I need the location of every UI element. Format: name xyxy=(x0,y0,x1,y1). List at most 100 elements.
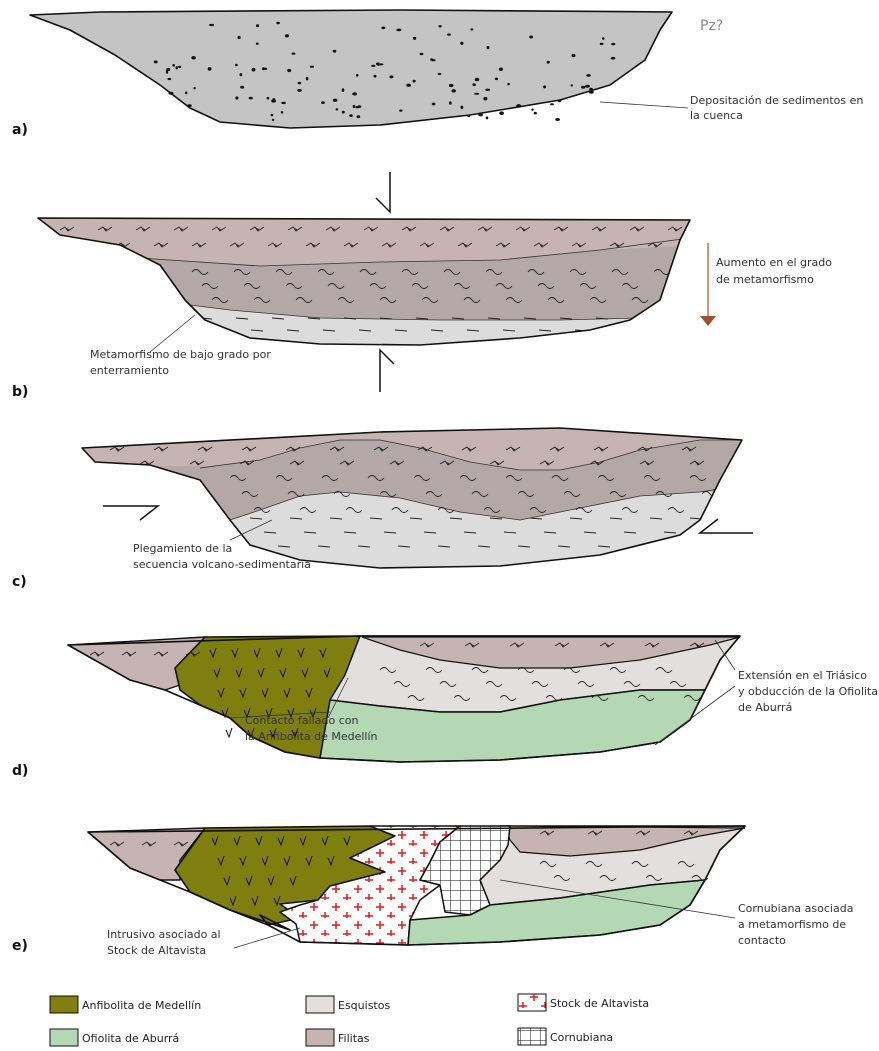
sediment-dot xyxy=(381,27,385,30)
sediment-dot xyxy=(342,111,345,114)
sediment-dot xyxy=(413,37,416,40)
burial-leader-line xyxy=(150,315,195,352)
extension-label-line1: Extensión en el Triásico xyxy=(738,669,867,682)
sediment-dot xyxy=(297,89,302,92)
sedimentary-basin xyxy=(30,10,672,128)
sediment-dot xyxy=(555,118,560,121)
sediment-dot xyxy=(396,29,401,32)
sediment-dot xyxy=(585,85,590,88)
sediment-dot xyxy=(240,73,243,76)
sediment-dot xyxy=(499,111,504,115)
sediment-dot xyxy=(611,43,615,46)
cornubiana-label-line2: a metamorfismo de xyxy=(738,918,846,931)
sediment-dot xyxy=(292,53,296,55)
deposition-label-line1: Depositación de sedimentos en xyxy=(690,94,863,107)
legend: Anfibolita de Medellín Ofiolita de Aburr… xyxy=(50,994,649,1046)
contact-label-line2: la Anfibolita de Medellín xyxy=(245,730,378,743)
sediment-dot xyxy=(449,101,452,105)
fault-arrow-bottom xyxy=(380,350,394,392)
sediment-dot xyxy=(336,108,339,110)
sediment-dot xyxy=(172,64,175,67)
panel-d: Contacto fallado con la Anfibolita de Me… xyxy=(12,636,878,779)
compression-arrow-left xyxy=(103,506,158,520)
sediment-dot xyxy=(154,60,158,63)
sediment-dot xyxy=(471,28,474,30)
intrusive-leader-line xyxy=(234,928,300,948)
legend-item-filitas: Filitas xyxy=(306,1029,370,1046)
sediment-dot xyxy=(287,69,291,72)
sediment-dot xyxy=(543,85,546,88)
sediment-dot xyxy=(306,77,309,81)
sediment-dot xyxy=(256,24,259,27)
schist-wave xyxy=(714,508,730,513)
sediment-dot xyxy=(256,43,259,45)
sediment-dot xyxy=(529,36,533,39)
pz-label: Pz? xyxy=(700,18,723,34)
burial-label-line2: enterramiento xyxy=(90,364,169,377)
sediment-dot xyxy=(438,25,441,27)
legend-item-cornubiana: Cornubiana xyxy=(518,1028,613,1045)
sediment-dot xyxy=(461,106,464,110)
sediment-dot xyxy=(176,66,178,69)
slate-dash xyxy=(678,546,690,547)
sediment-dot xyxy=(371,65,375,67)
sediment-dot xyxy=(235,96,238,99)
sediment-dot xyxy=(310,66,314,68)
sediment-dot xyxy=(267,97,270,100)
panel-c: Plegamiento de la secuencia volcano-sedi… xyxy=(0,420,879,590)
sediment-dot xyxy=(262,67,265,70)
slate-dash xyxy=(611,330,623,331)
sediment-dot xyxy=(166,68,170,71)
sediment-dot xyxy=(460,42,463,45)
sediment-dot xyxy=(438,73,442,75)
sediment-dot xyxy=(167,78,171,80)
sediment-dot xyxy=(238,36,241,39)
panel-label-a: a) xyxy=(12,122,28,138)
legend-item-stock: Stock de Altavista xyxy=(518,994,649,1011)
metamorphism-label-line1: Aumento en el grado xyxy=(716,256,832,269)
sediment-dot xyxy=(430,58,433,61)
sediment-dot xyxy=(483,97,487,101)
legend-label: Cornubiana xyxy=(550,1031,613,1044)
metamorphism-label-line2: de metamorfismo xyxy=(716,273,814,286)
legend-label: Anfibolita de Medellín xyxy=(82,999,201,1012)
panel-label-e: e) xyxy=(12,938,28,954)
legend-label: Filitas xyxy=(338,1032,370,1045)
anfibolita-swatch-icon xyxy=(50,996,78,1013)
panel-a: Pz? Depositación de sedimentos en la cue… xyxy=(12,10,863,138)
panel-b: Aumento en el grado de metamorfismo Meta… xyxy=(0,172,879,400)
sediment-dot xyxy=(571,84,573,86)
sediment-dot xyxy=(581,86,585,89)
sediment-dot xyxy=(507,83,509,86)
panel-label-d: d) xyxy=(12,763,28,779)
deposition-label-line2: la cuenca xyxy=(690,109,743,122)
sediment-dot xyxy=(478,113,483,116)
sediment-dot xyxy=(281,102,286,104)
sediment-dot xyxy=(389,75,393,78)
sediment-dot xyxy=(516,104,521,107)
sediment-dot xyxy=(399,110,403,112)
stock-swatch-icon xyxy=(518,994,546,1011)
ofiolita-swatch-icon xyxy=(50,1029,78,1046)
folding-label-line1: Plegamiento de la xyxy=(133,542,232,555)
sediment-dot xyxy=(487,46,490,49)
cornubiana-label-line1: Cornubiana asociada xyxy=(738,902,853,915)
sediment-dot xyxy=(611,57,616,60)
legend-label: Esquistos xyxy=(338,999,390,1012)
sediment-dot xyxy=(235,64,238,67)
sediment-dot xyxy=(240,86,244,89)
burial-label-line1: Metamorfismo de bajo grado por xyxy=(90,348,271,361)
filita-mark xyxy=(78,243,92,247)
deposition-leader-line xyxy=(600,102,688,108)
sediment-dot xyxy=(357,115,361,118)
intrusive-label-line2: Stock de Altavista xyxy=(107,944,206,957)
filita-mark xyxy=(686,243,700,247)
fault-arrow-top xyxy=(376,172,390,212)
sediment-dot xyxy=(586,74,591,77)
metamorphism-arrow-head xyxy=(700,316,716,326)
compression-arrow-right xyxy=(700,519,753,533)
sediment-dot xyxy=(193,87,195,89)
cornubiana-swatch-icon xyxy=(518,1028,546,1045)
sediment-dot xyxy=(249,97,253,100)
sediment-dot xyxy=(467,115,470,117)
